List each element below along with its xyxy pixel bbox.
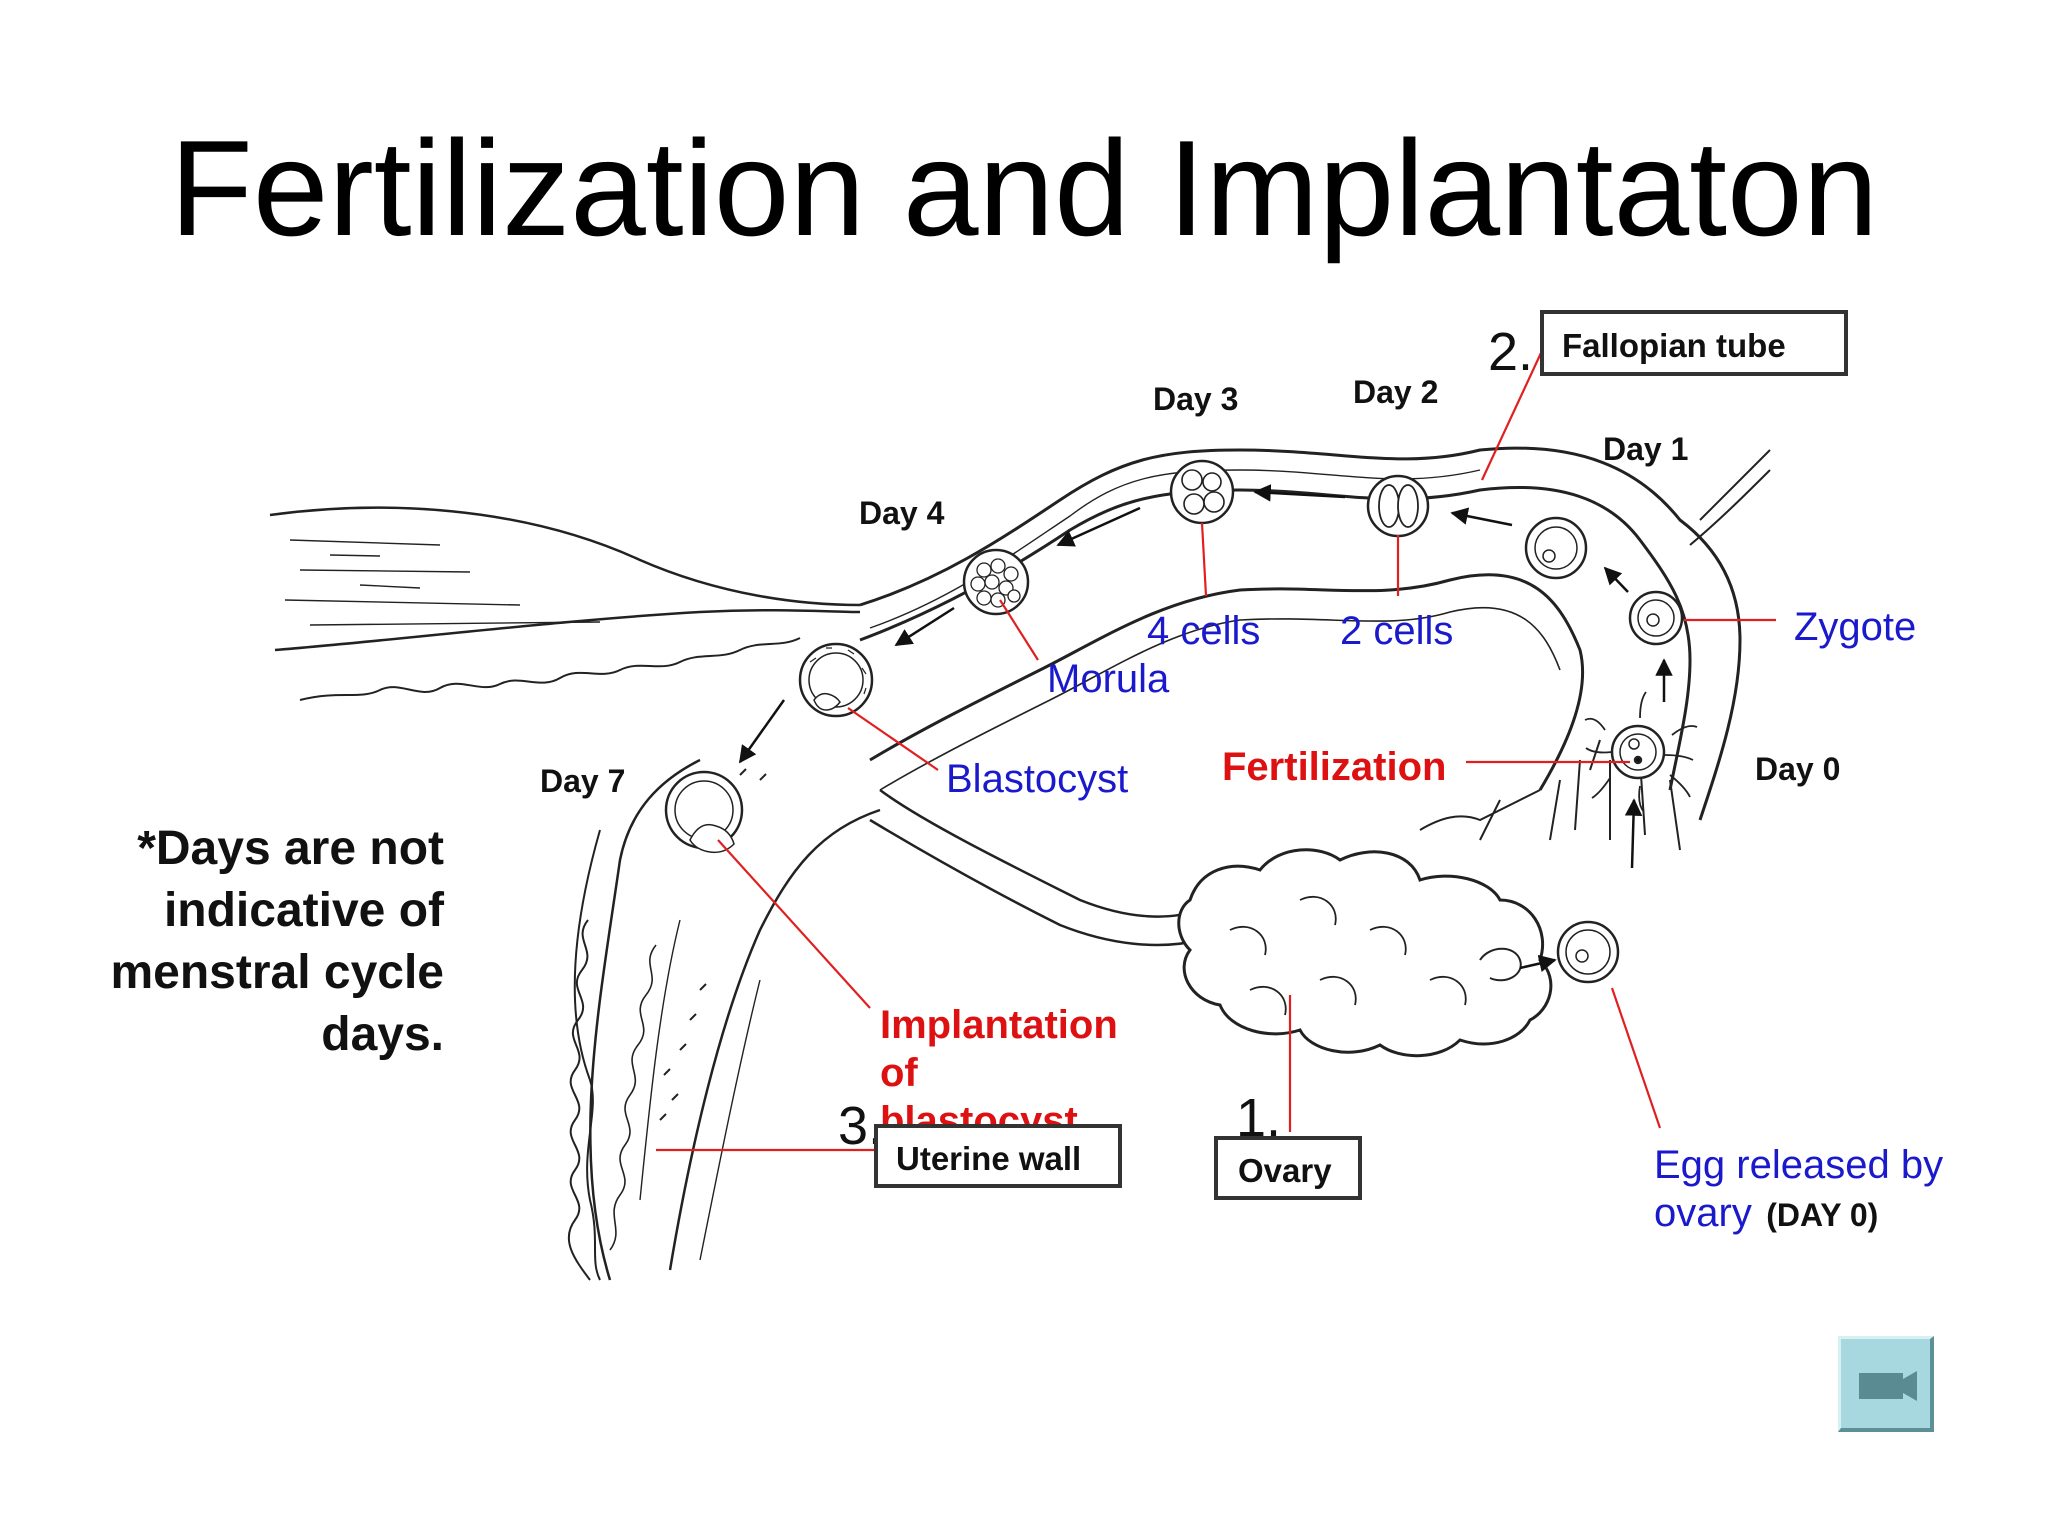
blastocyst-cell: [798, 642, 874, 718]
egg-released-day-text: (DAY 0): [1766, 1197, 1878, 1233]
ovarian-ligament: [869, 788, 1201, 947]
ovary-box: [1214, 1136, 1362, 1200]
leader-lines: [656, 339, 1776, 1152]
day2-label: Day 2: [1353, 374, 1438, 410]
four-cells-label: 4 cells: [1147, 609, 1260, 653]
fallopian-tube-box: [1540, 310, 1848, 376]
fertilization-label: Fertilization: [1222, 745, 1446, 789]
day7-label: Day 7: [540, 763, 625, 799]
egg-released-label-line2: ovary (DAY 0): [1654, 1191, 1878, 1235]
implantation-label-line2: of: [880, 1051, 918, 1095]
ovary-label: Ovary: [1238, 1152, 1332, 1189]
fallopian-tube-number: 2.: [1488, 322, 1533, 382]
four-cell-embryo: [1169, 459, 1235, 525]
implantation-label-line1: Implantation: [880, 1003, 1118, 1047]
page-title: Fertilization and Implantaton: [169, 112, 1879, 264]
fertilized-egg-cell: [1584, 691, 1698, 813]
egg-released-label-line1: Egg released by: [1654, 1143, 1943, 1187]
egg-released-cell: [1556, 920, 1620, 984]
fallopian-tube-label: Fallopian tube: [1562, 327, 1786, 364]
day1-cell: [1524, 516, 1588, 580]
day4-label: Day 4: [859, 495, 945, 531]
morula-label: Morula: [1047, 657, 1170, 701]
zygote-cell: [1628, 590, 1684, 646]
uterus-illustration: [269, 506, 881, 1281]
blastocyst-label: Blastocyst: [946, 757, 1128, 801]
two-cells-label: 2 cells: [1340, 609, 1453, 653]
two-cell-embryo: [1366, 474, 1430, 538]
uterine-wall-label: Uterine wall: [896, 1140, 1081, 1177]
day0-label: Day 0: [1755, 751, 1840, 787]
ovary-illustration: [1177, 848, 1553, 1058]
egg-released-ovary-text: ovary: [1654, 1191, 1752, 1235]
days-note: *Days are not indicative of menstral cyc…: [110, 822, 444, 1061]
zygote-label: Zygote: [1794, 605, 1916, 649]
travel-arrows: [738, 484, 1673, 973]
video-button[interactable]: [1838, 1336, 1934, 1432]
implanting-blastocyst-cell: [664, 770, 744, 854]
day3-label: Day 3: [1153, 381, 1238, 417]
video-camera-icon: [1859, 1371, 1917, 1401]
uterine-wall-box: [874, 1124, 1122, 1188]
day1-label: Day 1: [1603, 431, 1688, 467]
morula-cell: [962, 548, 1030, 616]
